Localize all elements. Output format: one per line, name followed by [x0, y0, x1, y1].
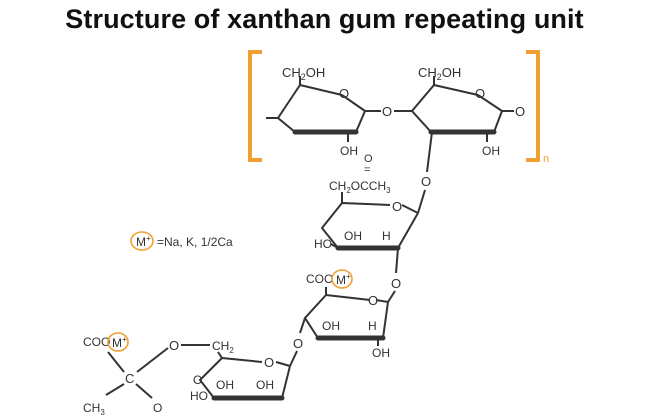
- svg-text:O: O: [382, 104, 392, 119]
- svg-text:O: O: [264, 355, 274, 370]
- svg-text:COO: COO: [306, 272, 333, 286]
- svg-text:O: O: [421, 174, 431, 189]
- svg-text:O: O: [364, 153, 373, 165]
- counterion-legend-text: =Na, K, 1/2Ca: [157, 235, 233, 249]
- link-oxygen-backbone: O: [365, 104, 412, 119]
- ring-glucuronic-acid: COO M+ O OH H OH: [303, 269, 390, 360]
- svg-text:O: O: [293, 336, 303, 351]
- svg-text:HO: HO: [190, 389, 208, 403]
- link-oxygen-sidechain-1: O: [417, 131, 433, 214]
- acetyl-group: O = CH2OCCH3: [329, 153, 391, 203]
- svg-text:O: O: [193, 373, 202, 387]
- svg-text:C: C: [125, 371, 134, 386]
- page-title: Structure of xanthan gum repeating unit: [65, 4, 584, 34]
- svg-text:O: O: [392, 199, 402, 214]
- ring2-ring-oxygen: O: [475, 86, 485, 101]
- svg-text:OH: OH: [322, 319, 340, 333]
- ring2-oh: OH: [482, 144, 500, 158]
- svg-text:COO: COO: [83, 335, 110, 349]
- ring-mannose-1: O OH H HO: [314, 199, 419, 251]
- svg-text:M+: M+: [136, 234, 151, 249]
- ring-glucose-1: CH2OH O OH: [266, 65, 366, 158]
- svg-text:M+: M+: [336, 272, 351, 287]
- svg-text:M+: M+: [112, 335, 127, 350]
- link-oxygen-sidechain-2: O: [387, 247, 401, 303]
- repeat-subscript-n: n: [543, 153, 549, 165]
- ring1-ch2oh: CH2OH: [282, 65, 325, 82]
- ring-mannose-2: CH2 O O OH OH HO: [181, 339, 291, 403]
- svg-text:H: H: [382, 229, 391, 243]
- svg-text:O: O: [153, 401, 162, 415]
- svg-text:HO: HO: [314, 237, 332, 251]
- svg-text:OH: OH: [216, 378, 234, 392]
- repeat-bracket-left: [248, 50, 262, 162]
- svg-text:O: O: [169, 338, 179, 353]
- ring1-oh: OH: [340, 144, 358, 158]
- ring2-ch2oh: CH2OH: [418, 65, 461, 82]
- svg-text:CH2: CH2: [212, 339, 234, 355]
- svg-text:OH: OH: [372, 346, 390, 360]
- svg-text:OH: OH: [344, 229, 362, 243]
- ring2-end-oxygen: O: [515, 104, 525, 119]
- pyruvate-ketal: COO M+ O C O CH3: [83, 332, 179, 417]
- svg-text:O: O: [391, 276, 401, 291]
- svg-text:OH: OH: [256, 378, 274, 392]
- svg-text:H: H: [368, 319, 377, 333]
- svg-text:CH3: CH3: [83, 401, 105, 417]
- svg-text:O: O: [368, 293, 378, 308]
- repeat-bracket-right: [526, 50, 540, 162]
- svg-text:CH2OCCH3: CH2OCCH3: [329, 179, 391, 195]
- svg-text:=: =: [364, 164, 370, 176]
- ring1-ring-oxygen: O: [339, 86, 349, 101]
- link-oxygen-sidechain-3: O: [289, 317, 306, 367]
- ring-glucose-2: CH2OH O O OH: [410, 65, 525, 158]
- counterion-legend: M+ =Na, K, 1/2Ca: [130, 231, 233, 251]
